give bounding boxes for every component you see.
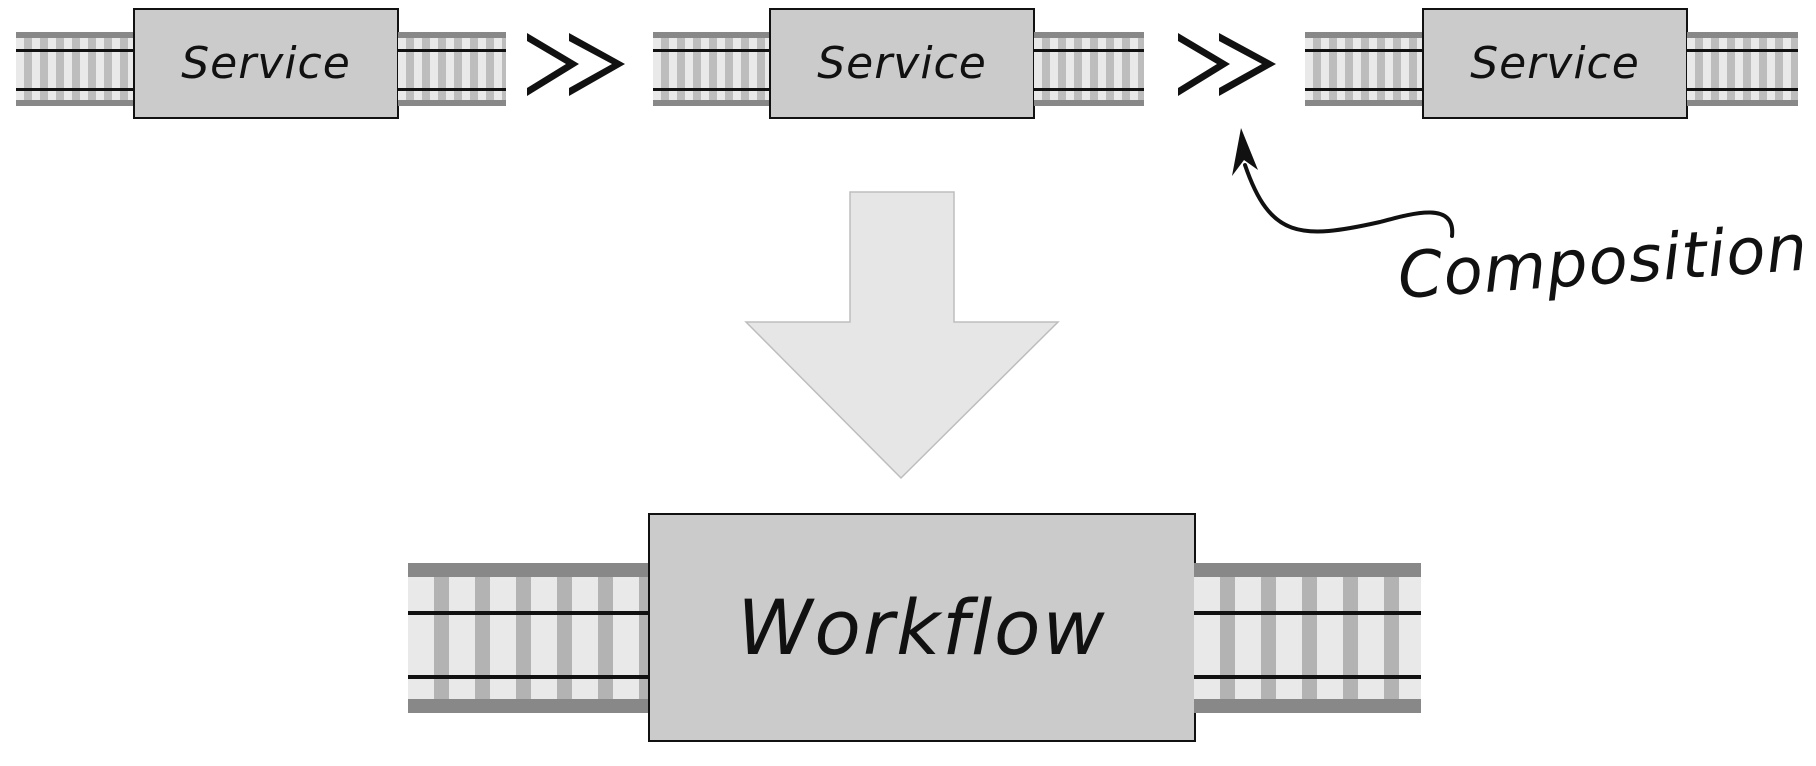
- workflow-box: Workflow: [648, 513, 1196, 742]
- compose-operator-2: [1178, 33, 1276, 96]
- annotation-arrow: [1243, 163, 1455, 238]
- track-segment: [408, 563, 651, 713]
- down-arrow-icon: [744, 191, 1060, 480]
- track-segment: [1687, 32, 1798, 106]
- track-segment: [1034, 32, 1144, 106]
- track-segment: [1305, 32, 1423, 106]
- service-label: Service: [817, 38, 987, 89]
- track-segment: [16, 32, 134, 106]
- service-label: Service: [181, 38, 351, 89]
- service-box-3: Service: [1422, 8, 1688, 119]
- workflow-label: Workflow: [737, 583, 1107, 672]
- arrowhead-icon: [1232, 128, 1258, 176]
- service-label: Service: [1470, 38, 1640, 89]
- service-box-2: Service: [769, 8, 1035, 119]
- track-segment: [398, 32, 506, 106]
- compose-operator-1: [527, 33, 625, 96]
- track-segment: [653, 32, 770, 106]
- track-segment: [1194, 563, 1421, 713]
